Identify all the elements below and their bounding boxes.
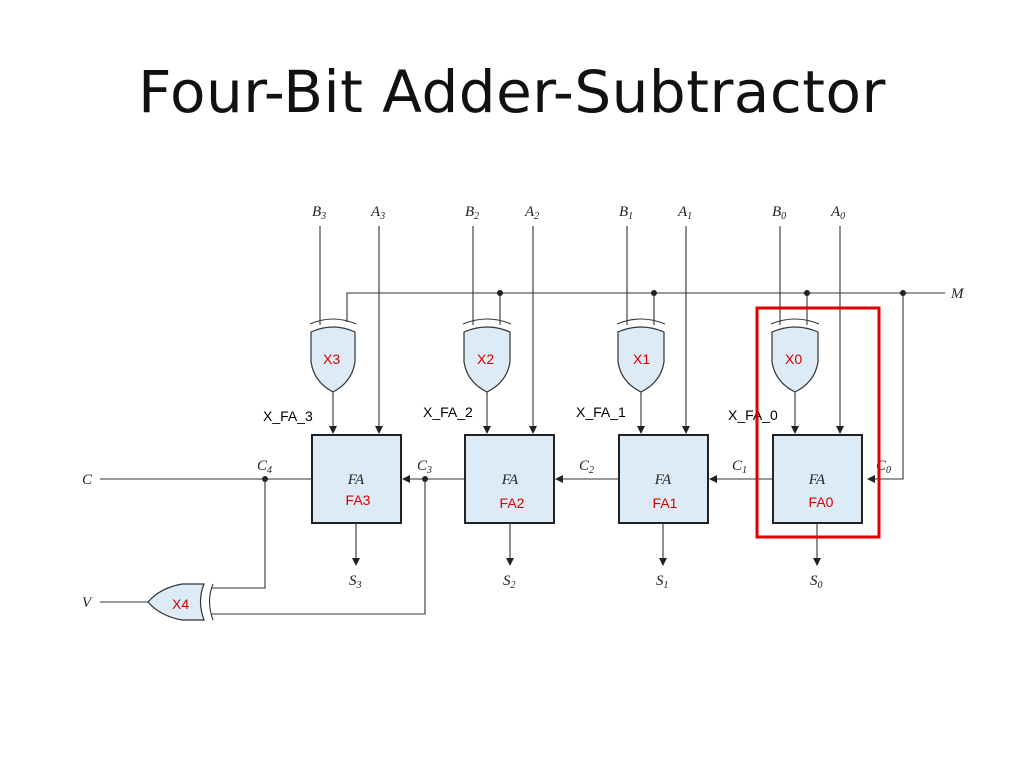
junction-dot [804,290,810,296]
xor-fa-label: X_FA_2 [423,404,473,420]
junction-dot [651,290,657,296]
input-labels: B3 A3 B2 A2 B1 A1 B0 A0 [312,204,845,222]
a-input-wires [375,226,844,434]
xor-fa-label: X_FA_3 [263,408,313,424]
xor-gate-0: X0 [770,318,820,393]
fa-label: FA [501,472,519,488]
carry-out-label: C [82,472,93,488]
input-a0-label: A0 [830,204,845,222]
fa-tag: FA2 [500,495,525,511]
carry-c0-label: C0 [876,458,891,476]
carry-c1-label: C1 [732,458,747,476]
input-b2-label: B2 [465,204,479,222]
xor-gate-3: X3 [309,318,357,393]
xor-tag: X1 [633,351,650,367]
fa-label: FA [347,472,365,488]
xor-output-wires: X_FA_3 X_FA_2 X_FA_1 X_FA_0 [263,392,799,434]
fa-tag: FA3 [346,492,371,508]
sum-s2-label: S2 [503,573,516,591]
xor-gate-2: X2 [462,318,512,393]
overflow-gate-tag: X4 [172,596,189,612]
input-b3-label: B3 [312,204,326,222]
xor-fa-label: X_FA_1 [576,404,626,420]
input-a3-label: A3 [370,204,385,222]
fa-tag: FA1 [653,495,678,511]
carry-c3-label: C3 [417,458,432,476]
carry-c4-label: C4 [257,458,272,476]
xor-tag: X2 [477,351,494,367]
sum-outputs: S3 S2 S1 S0 [349,523,823,591]
stage0-highlight-box [755,306,881,539]
sum-s1-label: S1 [656,573,669,591]
input-a1-label: A1 [677,204,692,222]
sum-s0-label: S0 [810,573,823,591]
full-adder-0: FA FA0 [772,434,863,524]
full-adder-2: FA FA2 [464,434,555,524]
input-b0-label: B0 [772,204,786,222]
mode-line: M [346,286,965,483]
junction-dot [900,290,906,296]
page-title: Four-Bit Adder-Subtractor [138,58,886,126]
carry-chain: C0 C1 C2 C3 C4 C [82,458,891,488]
sum-s3-label: S3 [349,573,362,591]
input-a2-label: A2 [524,204,539,222]
overflow-xor-gate: X4 V [82,479,426,621]
fa-label: FA [808,472,826,488]
carry-c2-label: C2 [579,458,594,476]
full-adder-1: FA FA1 [618,434,709,524]
mode-label: M [950,286,965,302]
xor-tag: X3 [323,351,340,367]
b-input-wires [319,226,781,325]
overflow-label: V [82,595,93,611]
full-adder-3: FA FA3 [311,434,402,524]
xor-tag: X0 [785,351,802,367]
xor-fa-label: X_FA_0 [728,407,778,423]
fa-tag: FA0 [809,494,834,510]
fa-label: FA [654,472,672,488]
junction-dot [497,290,503,296]
input-b1-label: B1 [619,204,633,222]
xor-gate-1: X1 [616,318,666,393]
